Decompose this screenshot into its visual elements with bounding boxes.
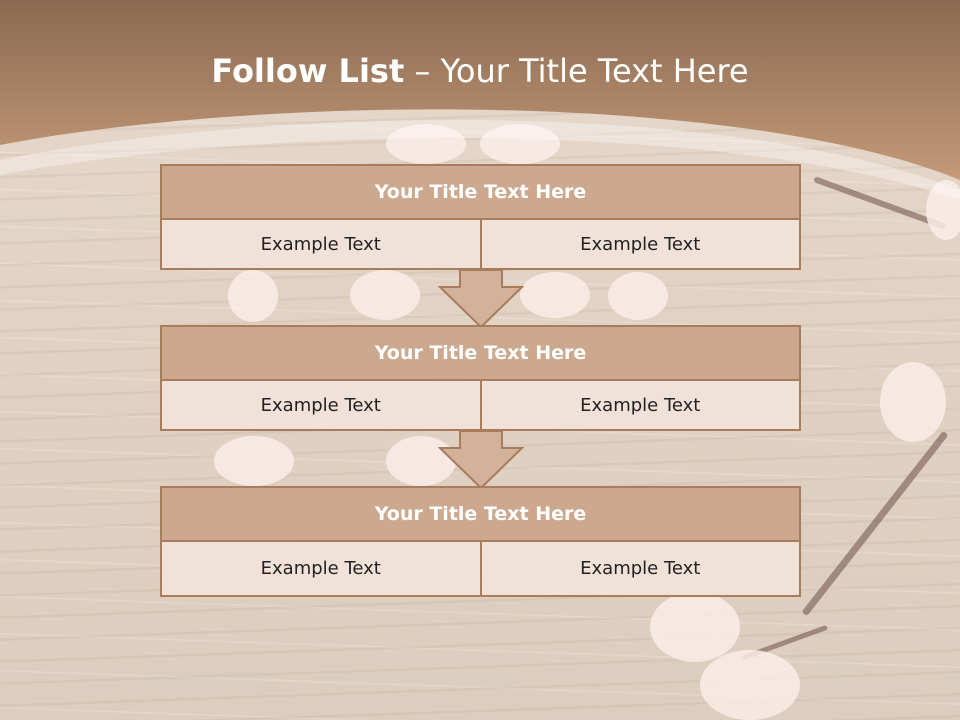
down-arrow-icon bbox=[438, 269, 524, 329]
step-title: Your Title Text Here bbox=[160, 164, 801, 220]
step-title: Your Title Text Here bbox=[160, 325, 801, 381]
down-arrow-icon bbox=[438, 430, 524, 490]
step-row: Example Text Example Text bbox=[160, 381, 801, 431]
blossom-decoration bbox=[700, 650, 800, 720]
step-block-2: Your Title Text Here Example Text Exampl… bbox=[160, 325, 801, 431]
blossom-decoration bbox=[926, 180, 960, 240]
slide-title: Follow List – Your Title Text Here bbox=[0, 52, 960, 90]
blossom-decoration bbox=[520, 272, 590, 318]
step-cell-left: Example Text bbox=[160, 220, 482, 270]
blossom-decoration bbox=[480, 124, 560, 164]
step-cell-right: Example Text bbox=[481, 542, 801, 597]
step-cell-right: Example Text bbox=[481, 381, 801, 431]
header-band bbox=[0, 0, 960, 200]
step-cell-left: Example Text bbox=[160, 542, 482, 597]
title-rest: Your Title Text Here bbox=[440, 52, 749, 90]
step-title: Your Title Text Here bbox=[160, 486, 801, 542]
step-row: Example Text Example Text bbox=[160, 542, 801, 597]
blossom-decoration bbox=[386, 436, 456, 486]
step-cell-right: Example Text bbox=[481, 220, 801, 270]
blossom-decoration bbox=[350, 270, 420, 320]
title-bold-part: Follow List bbox=[211, 52, 405, 90]
blossom-decoration bbox=[228, 270, 278, 322]
blossom-decoration bbox=[214, 436, 294, 486]
blossom-decoration bbox=[386, 124, 466, 164]
step-block-3: Your Title Text Here Example Text Exampl… bbox=[160, 486, 801, 597]
step-cell-left: Example Text bbox=[160, 381, 482, 431]
step-block-1: Your Title Text Here Example Text Exampl… bbox=[160, 164, 801, 270]
title-separator: – bbox=[404, 52, 441, 90]
blossom-decoration bbox=[608, 272, 668, 320]
blossom-decoration bbox=[880, 362, 946, 442]
step-row: Example Text Example Text bbox=[160, 220, 801, 270]
blossom-decoration bbox=[650, 592, 740, 662]
